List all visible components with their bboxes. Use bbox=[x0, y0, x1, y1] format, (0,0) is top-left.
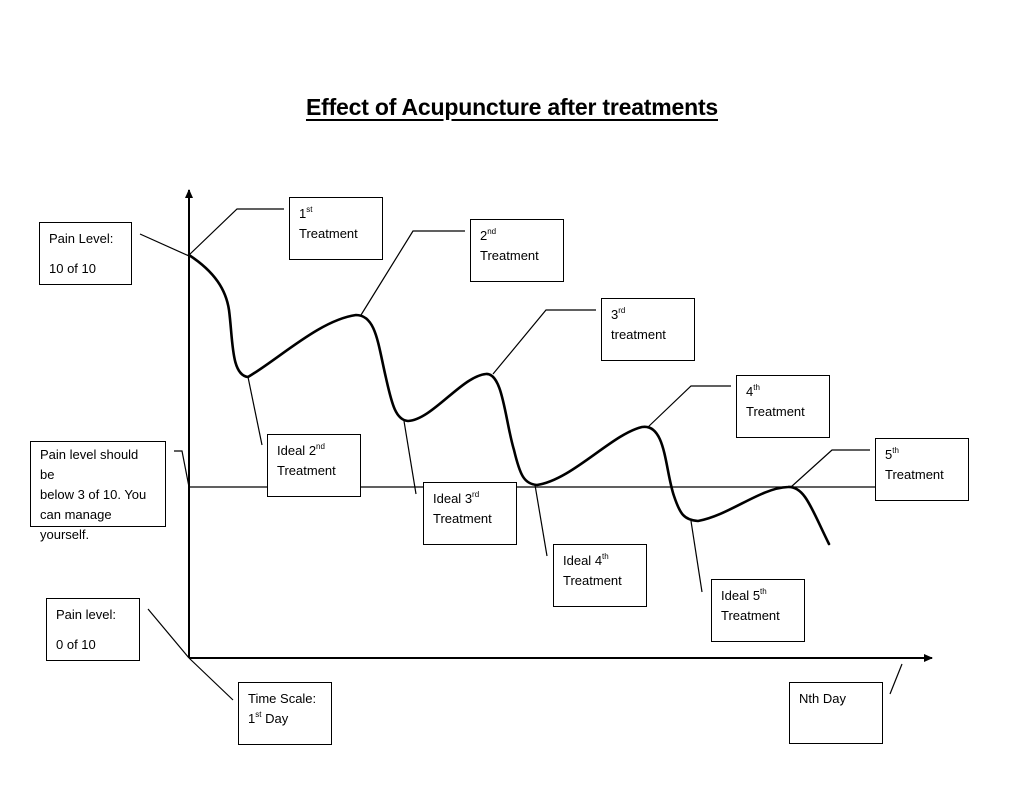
connector-ideal-5th bbox=[690, 520, 703, 593]
treatment-1-label: 1st Treatment bbox=[289, 197, 383, 260]
treatment-5-label: 5th Treatment bbox=[875, 438, 969, 501]
diagram-title: Effect of Acupuncture after treatments bbox=[305, 94, 718, 120]
connector-pain-max bbox=[139, 233, 190, 257]
connectors bbox=[139, 208, 903, 701]
threshold-label: Pain level should be below 3 of 10. You … bbox=[30, 441, 166, 542]
connector-5th bbox=[790, 449, 870, 488]
connector-time-start bbox=[188, 657, 234, 701]
ideal-treatment-5-label: Ideal 5th Treatment bbox=[711, 579, 805, 642]
connector-1st bbox=[188, 208, 284, 256]
connector-2nd bbox=[360, 230, 465, 316]
connector-time-end bbox=[889, 663, 903, 695]
ideal-treatment-3-label: Ideal 3rd Treatment bbox=[423, 482, 517, 545]
time-start-label: Time Scale: 1st Day bbox=[238, 682, 332, 745]
connector-ideal-2nd bbox=[247, 376, 263, 446]
connector-3rd bbox=[492, 309, 596, 375]
connector-pain-min bbox=[147, 608, 190, 659]
connector-ideal-4th bbox=[534, 484, 548, 557]
pain-min-label: Pain level: 0 of 10 bbox=[46, 598, 140, 661]
treatment-3-label: 3rd treatment bbox=[601, 298, 695, 361]
treatment-4-label: 4th Treatment bbox=[736, 375, 830, 438]
connector-threshold bbox=[174, 450, 190, 488]
time-end-label: Nth Day bbox=[789, 682, 883, 744]
ideal-treatment-4-label: Ideal 4th Treatment bbox=[553, 544, 647, 607]
pain-curve bbox=[187, 253, 831, 546]
connector-ideal-3rd bbox=[403, 420, 417, 495]
ideal-treatment-2-label: Ideal 2nd Treatment bbox=[267, 434, 361, 497]
treatment-2-label: 2nd Treatment bbox=[470, 219, 564, 282]
connector-4th bbox=[646, 385, 731, 429]
pain-max-label: Pain Level: 10 of 10 bbox=[39, 222, 132, 285]
